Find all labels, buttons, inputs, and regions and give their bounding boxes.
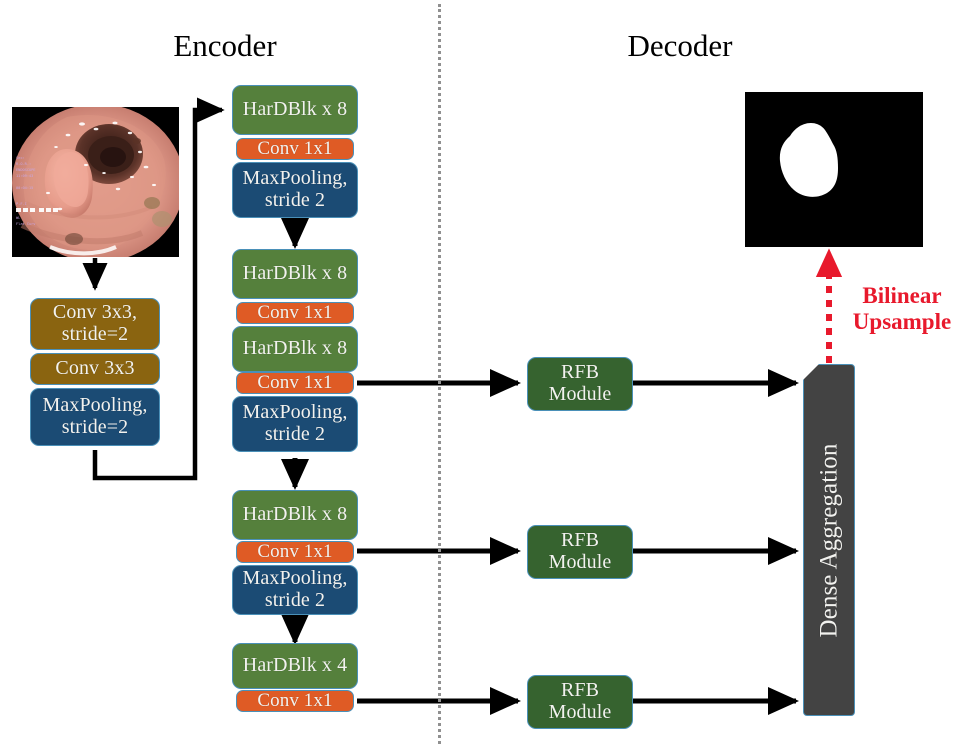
svg-text:00:04:15: 00:04:15: [16, 186, 33, 190]
rfb-3-line1: RFB: [560, 679, 600, 702]
conv1x1-1-label: Conv 1x1: [257, 137, 333, 159]
conv1x1-5-label: Conv 1x1: [257, 689, 333, 711]
stem-maxpool-line2: stride=2: [61, 416, 129, 438]
encoder-block-conv1x1-2[interactable]: Conv 1x1: [236, 302, 354, 324]
svg-text:P.F.I: P.F.I: [16, 202, 27, 206]
stem-block-conv3x3-s2[interactable]: Conv 3x3, stride=2: [30, 298, 160, 350]
conv1x1-2-label: Conv 1x1: [257, 301, 333, 323]
stem-conv3x3-s2-line2: stride=2: [61, 323, 129, 345]
bilinear-upsample-line1: Bilinear: [862, 283, 942, 308]
hardblk-2-label: HarDBlk x 8: [242, 262, 348, 285]
output-mask-image: [745, 92, 923, 247]
svg-text:WL: WL: [16, 216, 20, 220]
stem-conv3x3-s2-line1: Conv 3x3,: [52, 301, 138, 324]
encoder-block-conv1x1-3[interactable]: Conv 1x1: [236, 372, 354, 394]
encoder-title: Encoder: [173, 28, 277, 63]
conv1x1-4-label: Conv 1x1: [257, 540, 333, 562]
maxpool-1-line1: MaxPooling,: [242, 167, 348, 190]
svg-text:Sec:: Sec:: [16, 156, 25, 160]
rfb-1-line1: RFB: [560, 361, 600, 384]
rfb-2-line2: Module: [548, 551, 612, 573]
rfb-module-2[interactable]: RFB Module: [527, 525, 633, 579]
maxpool-1-line2: stride 2: [264, 189, 326, 211]
encoder-block-hardblk-1[interactable]: HarDBlk x 8: [232, 85, 358, 135]
rfb-module-3[interactable]: RFB Module: [527, 675, 633, 729]
svg-text:ENDOSCOPE: ENDOSCOPE: [16, 168, 35, 172]
svg-text:Flat Curv: Flat Curv: [16, 222, 35, 226]
conv1x1-3-label: Conv 1x1: [257, 371, 333, 393]
stem-block-maxpool-s2[interactable]: MaxPooling, stride=2: [30, 388, 160, 446]
encoder-block-conv1x1-4[interactable]: Conv 1x1: [236, 541, 354, 563]
stem-block-conv3x3[interactable]: Conv 3x3: [30, 353, 160, 385]
hardblk-5-label: HarDBlk x 4: [242, 654, 348, 677]
maxpool-3-line2: stride 2: [264, 589, 326, 611]
encoder-block-hardblk-3[interactable]: HarDBlk x 8: [232, 326, 358, 372]
rfb-2-line1: RFB: [560, 529, 600, 552]
dense-aggregation-label: Dense Aggregation: [815, 442, 843, 638]
rfb-module-1[interactable]: RFB Module: [527, 357, 633, 411]
encoder-block-hardblk-2[interactable]: HarDBlk x 8: [232, 249, 358, 299]
encoder-block-hardblk-4[interactable]: HarDBlk x 8: [232, 490, 358, 540]
rfb-3-line2: Module: [548, 701, 612, 723]
encoder-block-conv1x1-1[interactable]: Conv 1x1: [236, 138, 354, 160]
dense-aggregation-block[interactable]: Dense Aggregation: [803, 364, 855, 716]
maxpool-2-line2: stride 2: [264, 423, 326, 445]
encoder-block-conv1x1-5[interactable]: Conv 1x1: [236, 690, 354, 712]
hardblk-4-label: HarDBlk x 8: [242, 503, 348, 526]
svg-text:R.O.R.:: R.O.R.:: [16, 162, 31, 166]
svg-text:11:09:43: 11:09:43: [16, 174, 33, 178]
maxpool-3-line1: MaxPooling,: [242, 567, 348, 590]
stem-conv3x3-label: Conv 3x3: [55, 357, 135, 380]
decoder-title: Decoder: [627, 28, 733, 63]
rfb-1-line2: Module: [548, 383, 612, 405]
input-image: Sec: R.O.R.: ENDOSCOPE 11:09:43 00:04:15…: [12, 107, 179, 257]
encoder-block-maxpool-2[interactable]: MaxPooling, stride 2: [232, 396, 358, 452]
encoder-decoder-divider: [438, 4, 441, 744]
hardblk-3-label: HarDBlk x 8: [242, 337, 348, 360]
hardblk-1-label: HarDBlk x 8: [242, 98, 348, 121]
maxpool-2-line1: MaxPooling,: [242, 401, 348, 424]
encoder-block-maxpool-3[interactable]: MaxPooling, stride 2: [232, 565, 358, 615]
stem-maxpool-line1: MaxPooling,: [42, 394, 148, 417]
encoder-block-maxpool-1[interactable]: MaxPooling, stride 2: [232, 162, 358, 218]
bilinear-upsample-line2: Upsample: [852, 308, 952, 334]
encoder-block-hardblk-5[interactable]: HarDBlk x 4: [232, 643, 358, 689]
bilinear-upsample-annotation: Bilinear Upsample: [848, 283, 956, 335]
